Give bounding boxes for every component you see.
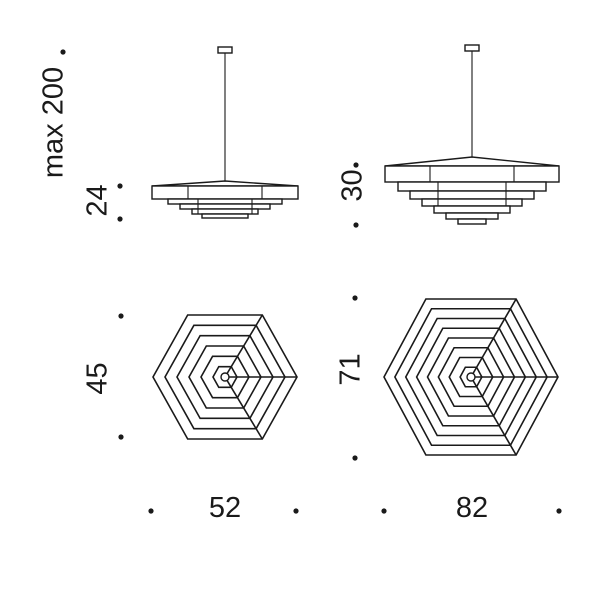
large-depth-label: 71 bbox=[334, 353, 367, 386]
large-width-left-marker bbox=[381, 508, 387, 514]
small-lamp-top-cap bbox=[151, 180, 299, 187]
large-lamp-tier-3 bbox=[409, 190, 535, 200]
small-lamp-side-view bbox=[151, 46, 299, 219]
small-lamp-tier-3 bbox=[179, 203, 271, 210]
small-lamp-tier-1 bbox=[151, 185, 299, 200]
large-lamp-plan-view bbox=[383, 298, 559, 456]
small-plan-spoke bbox=[224, 376, 264, 440]
small-width-right-marker bbox=[293, 508, 299, 514]
small-lamp-tier-2 bbox=[167, 198, 283, 205]
small-lamp-plan-view bbox=[152, 314, 298, 440]
large-lamp-tier-2 bbox=[397, 181, 547, 192]
small-height-bottom-marker bbox=[117, 216, 123, 222]
large-height-label: 30 bbox=[336, 169, 369, 202]
large-plan-spoke bbox=[470, 376, 517, 456]
small-plan-spoke bbox=[224, 314, 264, 378]
large-height-bottom-marker bbox=[353, 222, 359, 228]
large-lamp-tier-4 bbox=[421, 198, 523, 207]
large-lamp-ceiling-canopy bbox=[464, 44, 480, 52]
small-depth-top-marker bbox=[118, 313, 124, 319]
small-width-label: 52 bbox=[208, 492, 242, 524]
large-height-top-marker bbox=[353, 162, 359, 168]
drop-top-marker bbox=[60, 49, 66, 55]
large-plan-spoke bbox=[470, 298, 517, 378]
large-depth-bottom-marker bbox=[352, 455, 358, 461]
large-lamp-tier-5 bbox=[433, 205, 511, 214]
small-lamp-tier-4 bbox=[191, 208, 259, 215]
large-width-label: 82 bbox=[455, 492, 489, 524]
drop-max-label: max 200 bbox=[37, 66, 70, 179]
large-plan-center-hub bbox=[466, 372, 476, 382]
small-depth-bottom-marker bbox=[118, 434, 124, 440]
small-lamp-tier-5 bbox=[201, 213, 249, 219]
small-height-label: 24 bbox=[81, 184, 114, 217]
large-lamp-top-cap bbox=[384, 156, 560, 167]
small-height-top-marker bbox=[117, 183, 123, 189]
large-lamp-side-view bbox=[384, 44, 560, 225]
small-lamp-ceiling-canopy bbox=[217, 46, 233, 54]
large-lamp-tier-7 bbox=[457, 218, 487, 225]
large-lamp-tier-6 bbox=[445, 212, 499, 220]
large-width-right-marker bbox=[556, 508, 562, 514]
small-plan-center-hub bbox=[220, 372, 230, 382]
dimension-markers bbox=[60, 49, 562, 514]
large-lamp-tier-1 bbox=[384, 165, 560, 183]
large-depth-top-marker bbox=[352, 295, 358, 301]
small-depth-label: 45 bbox=[81, 362, 114, 395]
small-width-left-marker bbox=[148, 508, 154, 514]
